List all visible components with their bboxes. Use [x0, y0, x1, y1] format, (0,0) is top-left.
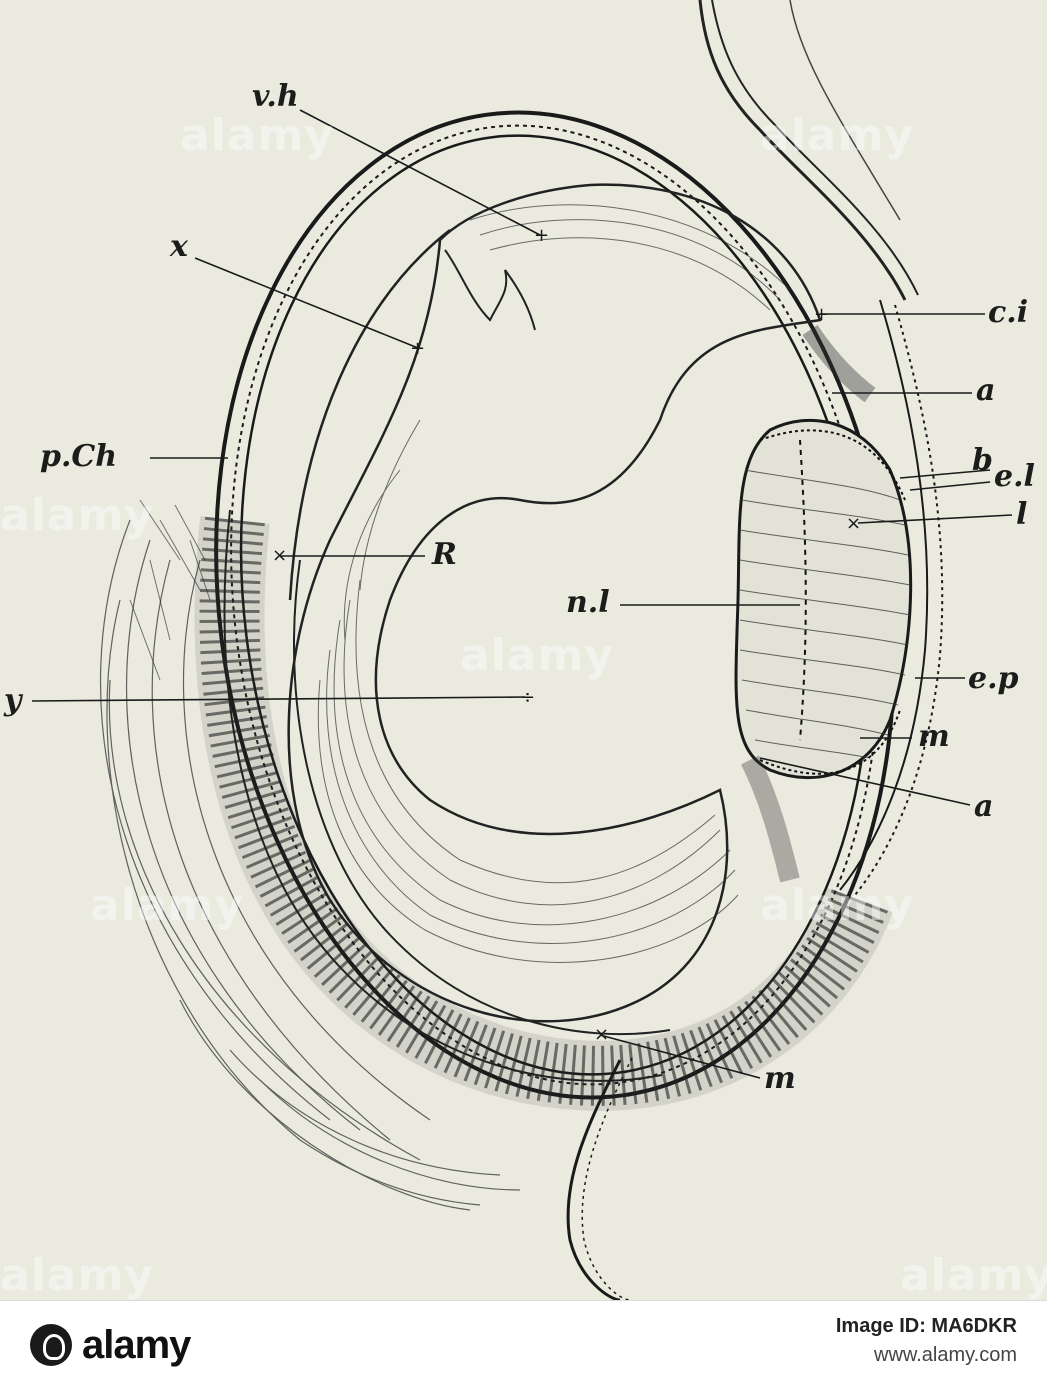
label-ci: c.i	[988, 295, 1029, 330]
watermark-4: alamy	[460, 630, 614, 681]
watermark-3: alamy	[0, 490, 154, 541]
watermark-5: alamy	[90, 880, 244, 931]
svg-text:÷: ÷	[520, 687, 535, 708]
label-y: y	[4, 683, 22, 718]
label-m-bottom: m	[764, 1061, 796, 1096]
svg-text:+: +	[410, 338, 425, 359]
svg-text:+: +	[534, 225, 549, 246]
label-m-right: m	[918, 719, 950, 754]
site-url[interactable]: www.alamy.com	[874, 1344, 1017, 1366]
footer-bar: alamy Image ID: MA6DKR www.alamy.com	[0, 1300, 1047, 1391]
svg-text:×: ×	[272, 545, 287, 566]
label-a-bottom: a	[974, 789, 994, 824]
watermark-6: alamy	[760, 880, 914, 931]
label-el: e.l	[994, 459, 1035, 494]
alamy-logo[interactable]: alamy	[30, 1315, 191, 1375]
eye-drawing: + + + ÷ × × ×	[31, 0, 1013, 1300]
image-meta: Image ID: MA6DKR www.alamy.com	[836, 1315, 1017, 1367]
watermark-8: alamy	[900, 1250, 1047, 1300]
svg-text:×: ×	[846, 513, 861, 534]
alamy-logo-text: alamy	[82, 1322, 191, 1367]
alamy-logo-icon	[30, 1324, 72, 1366]
label-x: x	[170, 229, 188, 264]
watermark-7: alamy	[0, 1250, 154, 1300]
label-l: l	[1016, 497, 1028, 532]
svg-text:×: ×	[594, 1024, 609, 1045]
label-ep: e.p	[968, 661, 1019, 696]
image-id: Image ID: MA6DKR	[835, 1315, 1017, 1337]
label-pch: p.Ch	[40, 439, 118, 474]
watermark-2: alamy	[760, 110, 914, 161]
svg-text:+: +	[814, 304, 829, 325]
label-R: R	[432, 537, 457, 572]
eye-section-illustration: + + + ÷ × × × alamy alamy alamy alamy al…	[0, 0, 1047, 1300]
label-vh: v.h	[252, 79, 299, 114]
watermark-1: alamy	[180, 110, 334, 161]
label-b: b	[972, 443, 993, 478]
label-nl: n.l	[566, 585, 610, 620]
label-a-top: a	[976, 373, 996, 408]
